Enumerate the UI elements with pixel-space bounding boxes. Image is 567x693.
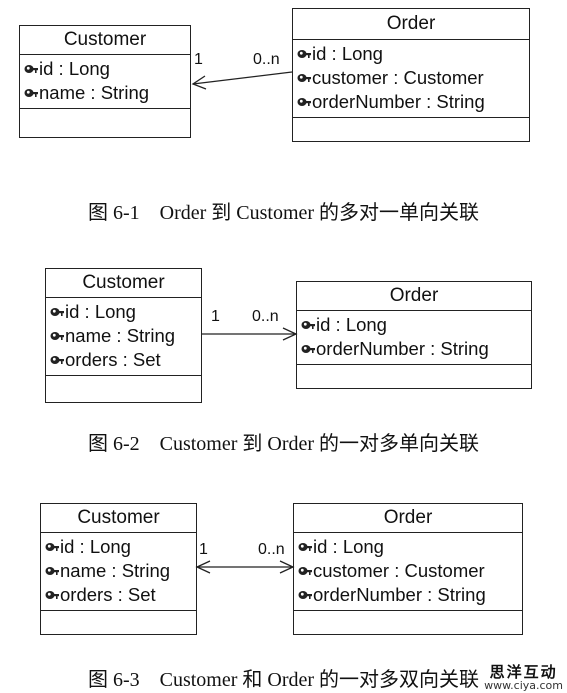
customer-class-box: Customer id : Long name : String <box>19 25 191 138</box>
attribute-row: id : Long <box>301 313 527 337</box>
key-icon <box>50 325 64 340</box>
order-class-box: Order id : Long customer : Customer orde… <box>293 503 523 635</box>
attribute-row: orders : Set <box>50 348 197 372</box>
attribute-row: orderNumber : String <box>297 90 525 114</box>
key-icon <box>301 314 315 329</box>
multiplicity-left: 1 <box>211 308 220 325</box>
attribute-list: id : Long customer : Customer orderNumbe… <box>293 40 529 118</box>
attribute-row: id : Long <box>297 42 525 66</box>
order-class-box: Order id : Long orderNumber : String <box>296 281 532 389</box>
caption-text: Customer 到 Order 的一对多单向关联 <box>159 433 480 455</box>
key-icon <box>45 560 59 575</box>
attribute-row: name : String <box>50 324 197 348</box>
multiplicity-right: 0..n <box>258 541 285 558</box>
watermark-logo: 思洋互动 www.ciya.com <box>484 663 563 692</box>
attribute-text: customer : Customer <box>313 560 485 581</box>
attribute-text: orders : Set <box>60 584 156 605</box>
multiplicity-left: 1 <box>194 51 203 68</box>
key-icon <box>298 560 312 575</box>
attribute-text: name : String <box>65 325 176 346</box>
attribute-text: id : Long <box>313 536 384 557</box>
multiplicity-right: 0..n <box>253 51 280 68</box>
order-class-box: Order id : Long customer : Customer orde… <box>292 8 530 142</box>
attribute-row: orders : Set <box>45 583 192 607</box>
figure-caption: 图 6-2 Customer 到 Order 的一对多单向关联 <box>0 432 567 456</box>
caption-number: 图 6-1 <box>87 202 140 224</box>
customer-class-box: Customer id : Long name : String orders … <box>40 503 197 635</box>
attribute-row: id : Long <box>298 535 518 559</box>
key-icon <box>297 43 311 58</box>
attribute-row: name : String <box>24 81 186 105</box>
key-icon <box>298 536 312 551</box>
attribute-row: id : Long <box>24 57 186 81</box>
watermark-url: www.ciya.com <box>484 679 563 692</box>
attribute-text: id : Long <box>65 301 136 322</box>
key-icon <box>24 58 38 73</box>
key-icon <box>50 349 64 364</box>
attribute-text: orderNumber : String <box>313 584 486 605</box>
attribute-text: id : Long <box>39 58 110 79</box>
class-name: Customer <box>41 504 196 533</box>
multiplicity-left: 1 <box>199 541 208 558</box>
attribute-row: name : String <box>45 559 192 583</box>
attribute-row: orderNumber : String <box>301 337 527 361</box>
attribute-text: orders : Set <box>65 349 161 370</box>
attribute-row: id : Long <box>45 535 192 559</box>
attribute-text: id : Long <box>316 314 387 335</box>
attribute-text: orderNumber : String <box>316 338 489 359</box>
figure-caption: 图 6-3 Customer 和 Order 的一对多双向关联 <box>0 668 567 692</box>
watermark-text: 思洋互动 <box>489 663 558 681</box>
class-name: Customer <box>20 26 190 55</box>
class-name: Customer <box>46 269 201 298</box>
attribute-row: customer : Customer <box>297 66 525 90</box>
attribute-text: id : Long <box>312 43 383 64</box>
attribute-text: customer : Customer <box>312 67 484 88</box>
caption-text: Order 到 Customer 的多对一单向关联 <box>159 202 480 224</box>
attribute-text: name : String <box>60 560 171 581</box>
class-name: Order <box>294 504 522 533</box>
class-name: Order <box>293 9 529 40</box>
attribute-list: id : Long customer : Customer orderNumbe… <box>294 533 522 611</box>
key-icon <box>297 91 311 106</box>
caption-number: 图 6-2 <box>87 433 140 455</box>
customer-class-box: Customer id : Long name : String orders … <box>45 268 202 403</box>
key-icon <box>45 584 59 599</box>
attribute-text: orderNumber : String <box>312 91 485 112</box>
key-icon <box>297 67 311 82</box>
attribute-text: name : String <box>39 82 150 103</box>
key-icon <box>24 82 38 97</box>
key-icon <box>50 301 64 316</box>
caption-number: 图 6-3 <box>87 669 140 691</box>
key-icon <box>45 536 59 551</box>
attribute-row: orderNumber : String <box>298 583 518 607</box>
attribute-text: id : Long <box>60 536 131 557</box>
figure-caption: 图 6-1 Order 到 Customer 的多对一单向关联 <box>0 201 567 225</box>
attribute-row: id : Long <box>50 300 197 324</box>
attribute-list: id : Long name : String orders : Set <box>46 298 201 376</box>
attribute-row: customer : Customer <box>298 559 518 583</box>
multiplicity-right: 0..n <box>252 308 279 325</box>
key-icon <box>301 338 315 353</box>
attribute-list: id : Long name : String orders : Set <box>41 533 196 611</box>
class-name: Order <box>297 282 531 311</box>
attribute-list: id : Long orderNumber : String <box>297 311 531 365</box>
attribute-list: id : Long name : String <box>20 55 190 109</box>
key-icon <box>298 584 312 599</box>
caption-text: Customer 和 Order 的一对多双向关联 <box>159 669 480 691</box>
